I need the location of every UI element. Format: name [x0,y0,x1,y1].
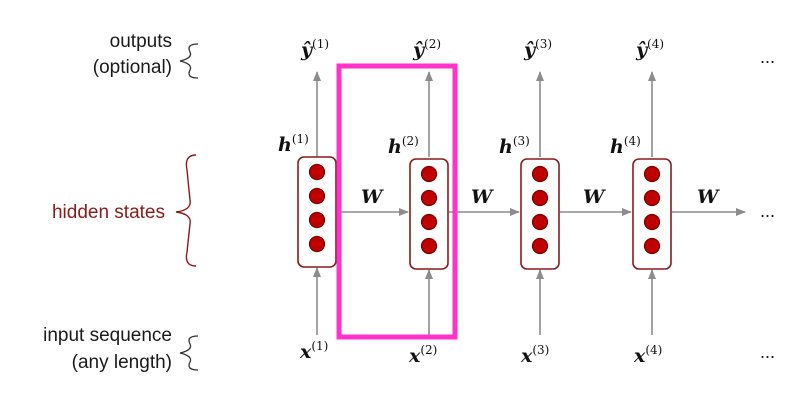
input-sequence-label: input sequence [43,325,172,346]
highlight-box [336,63,458,340]
weight-label-1: W [361,186,384,208]
outputs-optional-label: (optional) [93,57,172,78]
hidden-label-4: h(4) [610,134,641,158]
neuron [308,187,326,205]
neuron [643,165,661,183]
hidden-cell-1 [297,156,337,268]
neuron [643,237,661,255]
input-any-length-label: (any length) [72,352,172,373]
output-label-4: ŷ(4) [635,37,664,61]
neuron [308,211,326,229]
neuron [531,237,549,255]
ellipsis-inputs: ... [760,342,775,362]
neuron [420,165,438,183]
weight-label-4: W [697,186,720,208]
outputs-brace-icon [179,43,199,79]
neuron [531,165,549,183]
output-label-1: ŷ(1) [300,37,329,61]
hidden-label-1: h(1) [278,132,309,156]
neuron [308,235,326,253]
neuron [420,237,438,255]
input-label-2: x(2) [408,343,437,367]
input-brace-icon [179,335,199,371]
output-label-2: ŷ(2) [412,37,441,61]
input-label-3: x(3) [520,343,549,367]
outputs-label: outputs [110,31,172,52]
hidden-cell-4 [632,158,672,270]
input-label-4: x(4) [633,343,662,367]
output-label-3: ŷ(3) [523,37,552,61]
hidden-label-2: h(2) [388,134,419,158]
hidden-cell-3 [520,158,560,270]
weight-label-3: W [583,186,606,208]
hidden-brace-icon [175,154,197,267]
hidden-states-label: hidden states [52,202,165,223]
hidden-label-3: h(3) [499,134,530,158]
hidden-cell-2 [409,158,449,270]
neuron [531,189,549,207]
weight-label-2: W [471,186,494,208]
ellipsis-hidden: ... [760,201,775,221]
ellipsis-outputs: ... [760,47,775,67]
neuron [643,189,661,207]
neuron [531,213,549,231]
neuron [420,213,438,231]
neuron [643,213,661,231]
neuron [308,163,326,181]
neuron [420,189,438,207]
input-label-1: x(1) [299,339,328,363]
